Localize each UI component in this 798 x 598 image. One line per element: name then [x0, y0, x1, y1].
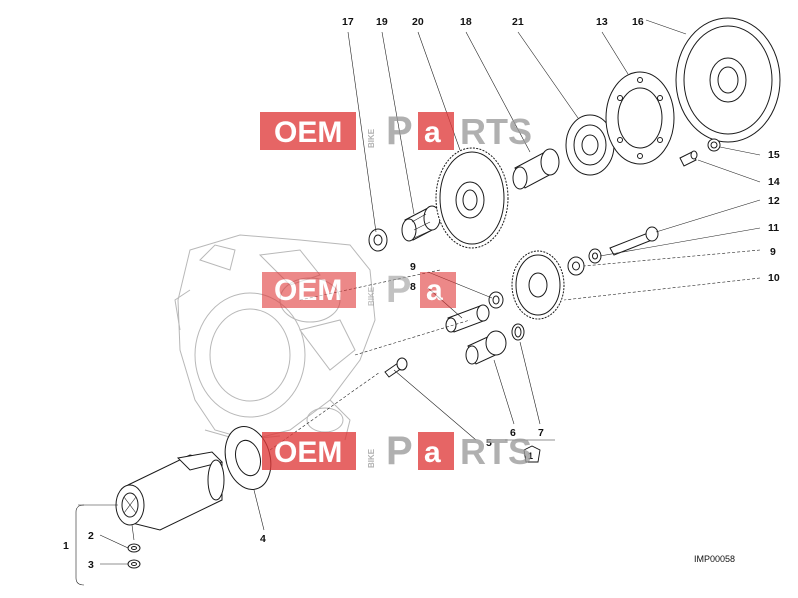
watermark-rts: RTS [460, 431, 532, 472]
callout-18: 18 [460, 16, 472, 28]
watermark-bike: BIKE [367, 128, 376, 148]
kit-number: 1 [528, 451, 533, 461]
callout-20: 20 [412, 16, 424, 28]
circlip [511, 323, 525, 341]
screw [384, 357, 408, 378]
large-idler-gear [435, 147, 509, 249]
watermark-oem: OEM [274, 116, 342, 149]
dowel-pin [679, 150, 698, 167]
freewheel-ring [605, 71, 675, 165]
callout-6: 6 [510, 427, 516, 439]
watermark-bike: BIKE [367, 448, 376, 468]
callout-15: 15 [768, 149, 780, 161]
watermark-a: a [426, 274, 443, 307]
watermark-bottom: OEM BIKE P a RTS [262, 429, 532, 473]
flywheel [675, 17, 781, 143]
callout-labels: 17 19 20 18 21 13 16 15 14 12 11 9 10 9 … [63, 16, 780, 571]
callout-14: 14 [768, 176, 780, 188]
watermark-top: OEM BIKE P a RTS [260, 109, 532, 153]
shaft-washer [488, 291, 504, 309]
watermark-oem: OEM [274, 274, 342, 307]
gear-washer [567, 256, 585, 276]
watermark-oem: OEM [274, 436, 342, 469]
watermark-bike: BIKE [367, 286, 376, 306]
watermark-a: a [424, 436, 441, 469]
callout-3: 3 [88, 559, 94, 571]
watermark-p: P [386, 269, 411, 311]
watermark-p: P [386, 109, 413, 153]
thrust-washer [368, 228, 388, 252]
watermark-rts: RTS [460, 111, 532, 152]
starter-washer [127, 559, 141, 569]
callout-21: 21 [512, 16, 524, 28]
callout-4: 4 [260, 533, 266, 545]
callout-17: 17 [342, 16, 354, 28]
callout-1: 1 [63, 540, 69, 552]
watermark-a: a [424, 116, 441, 149]
starter-nut [127, 543, 141, 553]
watermark-p: P [386, 429, 413, 473]
starter-gasket [224, 426, 272, 490]
callout-19: 19 [376, 16, 388, 28]
callout-10: 10 [768, 272, 780, 284]
engine-casing-outline [174, 234, 376, 441]
callout-7: 7 [538, 427, 544, 439]
callout-16: 16 [632, 16, 644, 28]
image-code: IMP00058 [694, 554, 735, 564]
kit-badge: 1 [523, 445, 541, 463]
callout-5: 5 [486, 437, 492, 449]
lock-washer [588, 248, 602, 264]
bushing [512, 148, 560, 190]
idler-shaft [445, 304, 490, 333]
callout-12: 12 [768, 195, 780, 207]
bolt [609, 226, 659, 256]
callout-2: 2 [88, 530, 94, 542]
needle-bearing [401, 205, 441, 242]
callout-11: 11 [768, 222, 779, 234]
callout-9-upper: 9 [770, 246, 776, 258]
intermediate-gear [511, 250, 565, 320]
starter-motor [115, 451, 225, 541]
callout-13: 13 [596, 16, 608, 28]
callout-9-lower: 9 [410, 261, 416, 273]
pin [707, 138, 721, 152]
watermark-middle: OEM BIKE P a [262, 269, 456, 311]
pinion-gear [465, 330, 507, 365]
callout-8: 8 [410, 281, 416, 293]
